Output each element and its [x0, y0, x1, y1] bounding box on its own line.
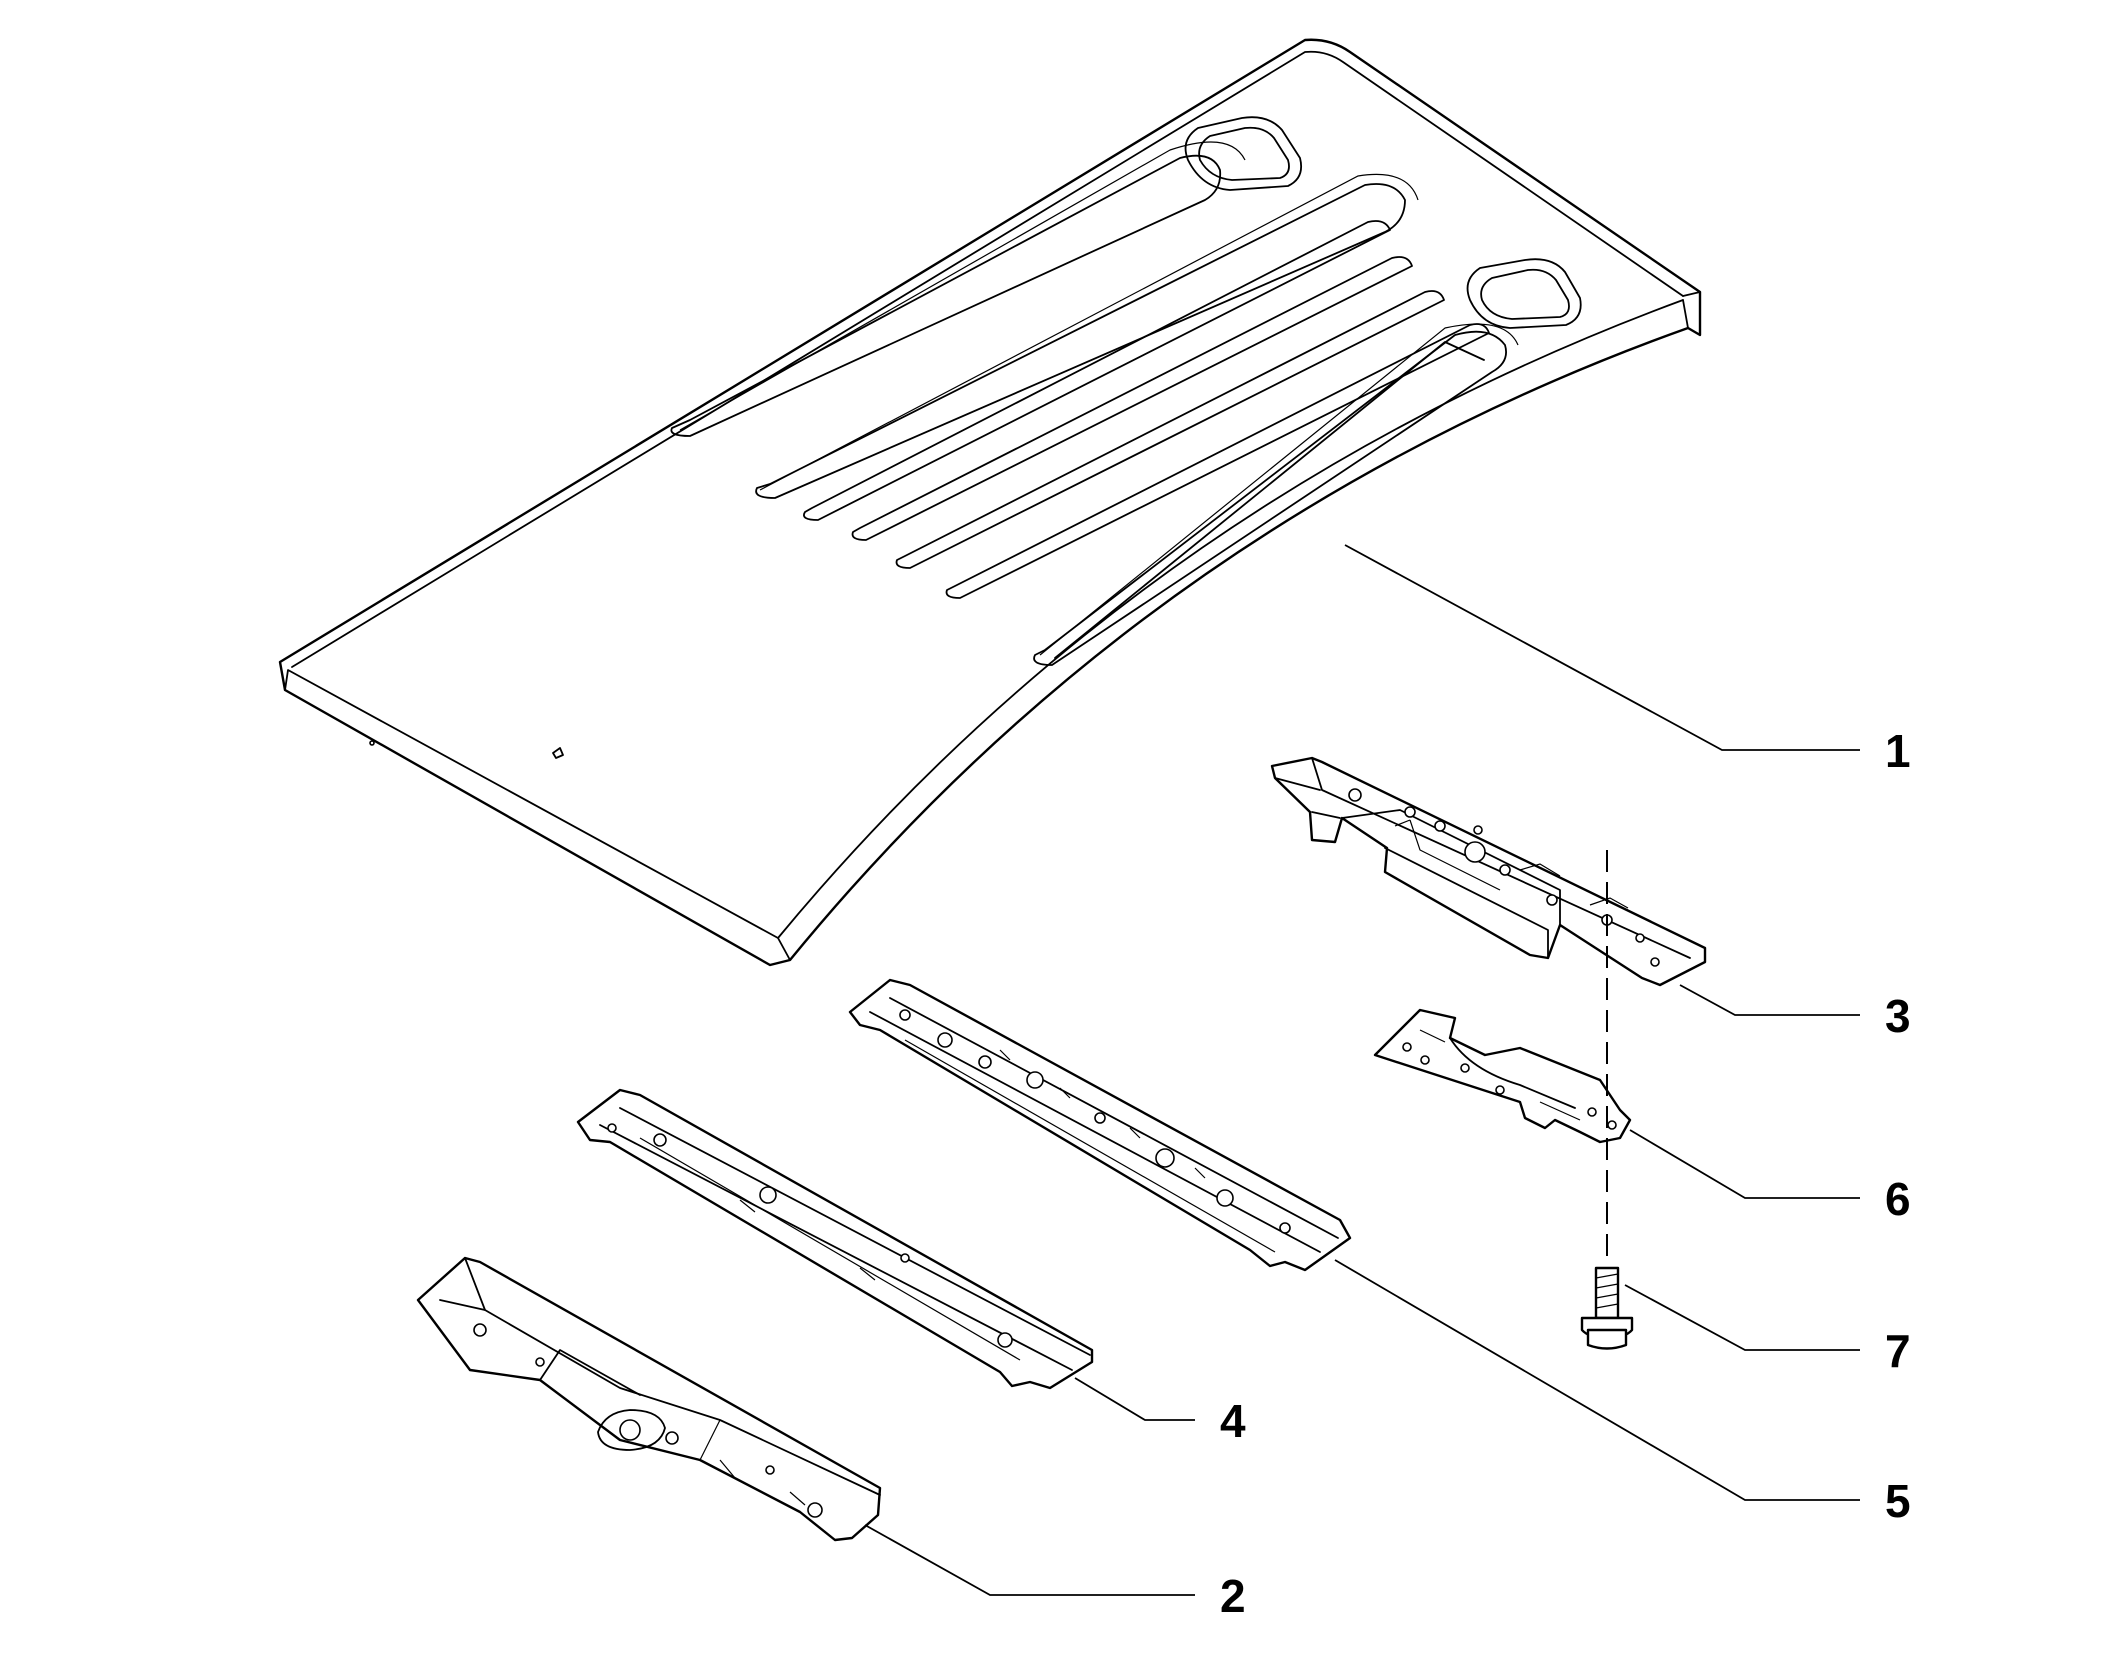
callout-label: 5 — [1885, 1475, 1911, 1527]
callout-7: 7 — [1624, 1284, 1911, 1377]
rear-roof-crossmember-icon — [1270, 756, 1707, 987]
roof-bow-icon — [576, 1088, 1094, 1390]
callout-3: 3 — [1679, 984, 1911, 1042]
front-header-crossmember-icon — [416, 1256, 882, 1542]
callout-label: 6 — [1885, 1173, 1911, 1225]
roof-panel-icon — [278, 38, 1702, 967]
callout-6: 6 — [1629, 1129, 1911, 1225]
middle-roof-bow-icon — [848, 978, 1352, 1272]
callout-2: 2 — [864, 1524, 1246, 1622]
callout-label: 1 — [1885, 725, 1911, 777]
callout-label: 3 — [1885, 990, 1911, 1042]
callout-1: 1 — [1344, 544, 1911, 777]
callout-label: 2 — [1220, 1570, 1246, 1622]
bolt-icon — [1580, 1266, 1634, 1350]
callout-label: 7 — [1885, 1325, 1911, 1377]
callout-4: 4 — [1074, 1377, 1246, 1447]
callout-5: 5 — [1334, 1259, 1911, 1527]
callout-label: 4 — [1220, 1395, 1246, 1447]
reinforcement-plate-icon — [1373, 1008, 1632, 1144]
